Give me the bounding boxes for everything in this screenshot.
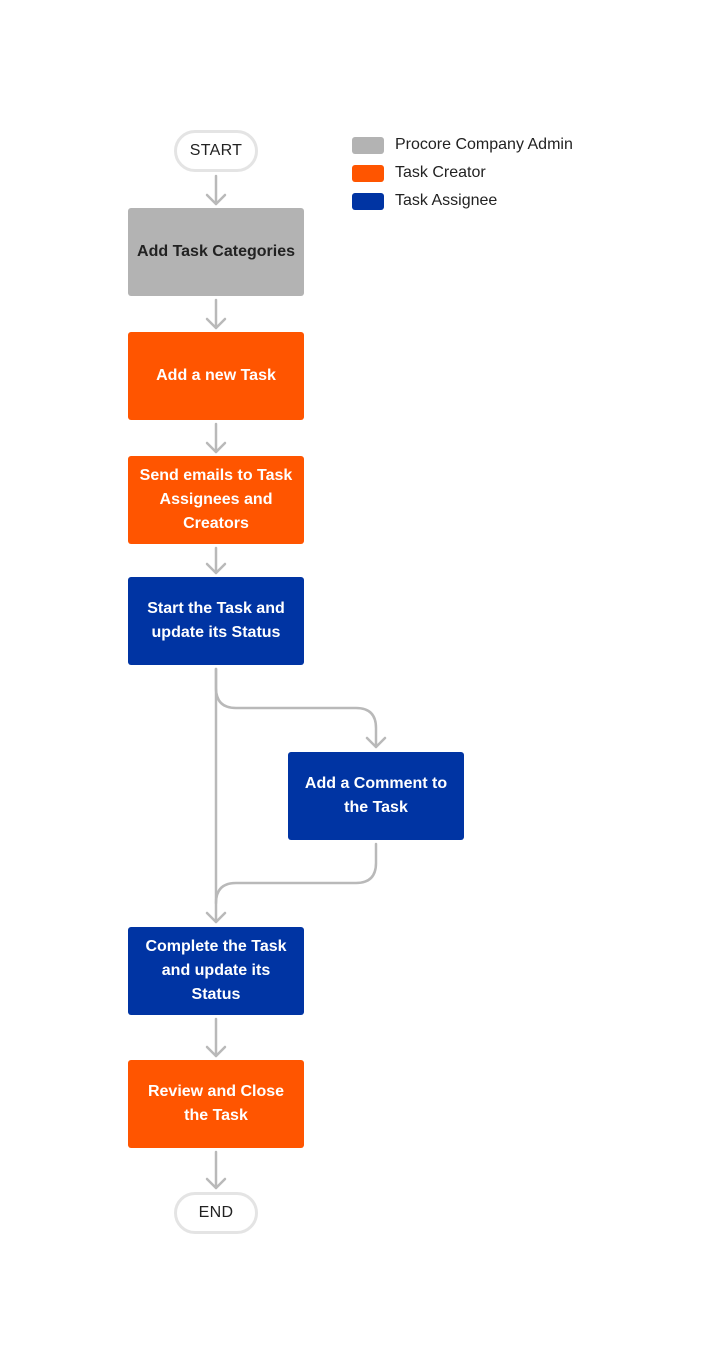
step-line: Send emails to Task xyxy=(139,467,293,484)
step-start-task: Start the Task and update its Status xyxy=(128,577,304,665)
step-line: Creators xyxy=(183,515,249,532)
connector-emails-to-start xyxy=(205,546,227,575)
step-line: and update its xyxy=(161,962,271,979)
step-line: Add a new Task xyxy=(156,367,276,384)
step-line: Assignees and xyxy=(159,491,273,508)
end-label: END xyxy=(198,1204,234,1221)
role-legend: Procore Company Admin Task Creator Task … xyxy=(352,131,573,215)
step-add-comment: Add a Comment to the Task xyxy=(288,752,464,840)
step-line: the Task xyxy=(184,1107,248,1124)
legend-label: Procore Company Admin xyxy=(395,136,573,153)
end-terminal: END xyxy=(174,1192,258,1234)
step-line: update its Status xyxy=(151,624,281,641)
step-complete-task: Complete the Task and update its Status xyxy=(128,927,304,1015)
connector-start-to-comment xyxy=(214,667,387,749)
connector-start-to-categories xyxy=(205,174,227,206)
step-line: Review and Close xyxy=(147,1083,285,1100)
step-review-close: Review and Close the Task xyxy=(128,1060,304,1148)
step-add-new-task: Add a new Task xyxy=(128,332,304,420)
legend-swatch-admin xyxy=(352,136,384,154)
start-label: START xyxy=(189,142,243,159)
connector-complete-to-review xyxy=(205,1017,227,1058)
step-line: Status xyxy=(191,986,241,1003)
connector-start-to-complete xyxy=(205,667,227,924)
connector-categories-to-new-task xyxy=(205,298,227,330)
legend-label: Task Creator xyxy=(395,164,486,181)
legend-item-assignee: Task Assignee xyxy=(352,187,573,215)
connector-comment-to-complete xyxy=(214,842,378,905)
legend-item-admin: Procore Company Admin xyxy=(352,131,573,159)
legend-swatch-assignee xyxy=(352,192,384,210)
connector-review-to-end xyxy=(205,1150,227,1190)
step-line: the Task xyxy=(344,799,408,816)
step-line: Add Task Categories xyxy=(137,243,295,260)
step-send-emails: Send emails to Task Assignees and Creato… xyxy=(128,456,304,544)
step-line: Add a Comment to xyxy=(304,775,448,792)
connector-new-task-to-emails xyxy=(205,422,227,454)
step-line: Complete the Task xyxy=(145,938,287,955)
legend-item-creator: Task Creator xyxy=(352,159,573,187)
legend-label: Task Assignee xyxy=(395,192,498,209)
legend-swatch-creator xyxy=(352,164,384,182)
step-line: Start the Task and xyxy=(147,600,285,617)
start-terminal: START xyxy=(174,130,258,172)
step-add-task-categories: Add Task Categories xyxy=(128,208,304,296)
